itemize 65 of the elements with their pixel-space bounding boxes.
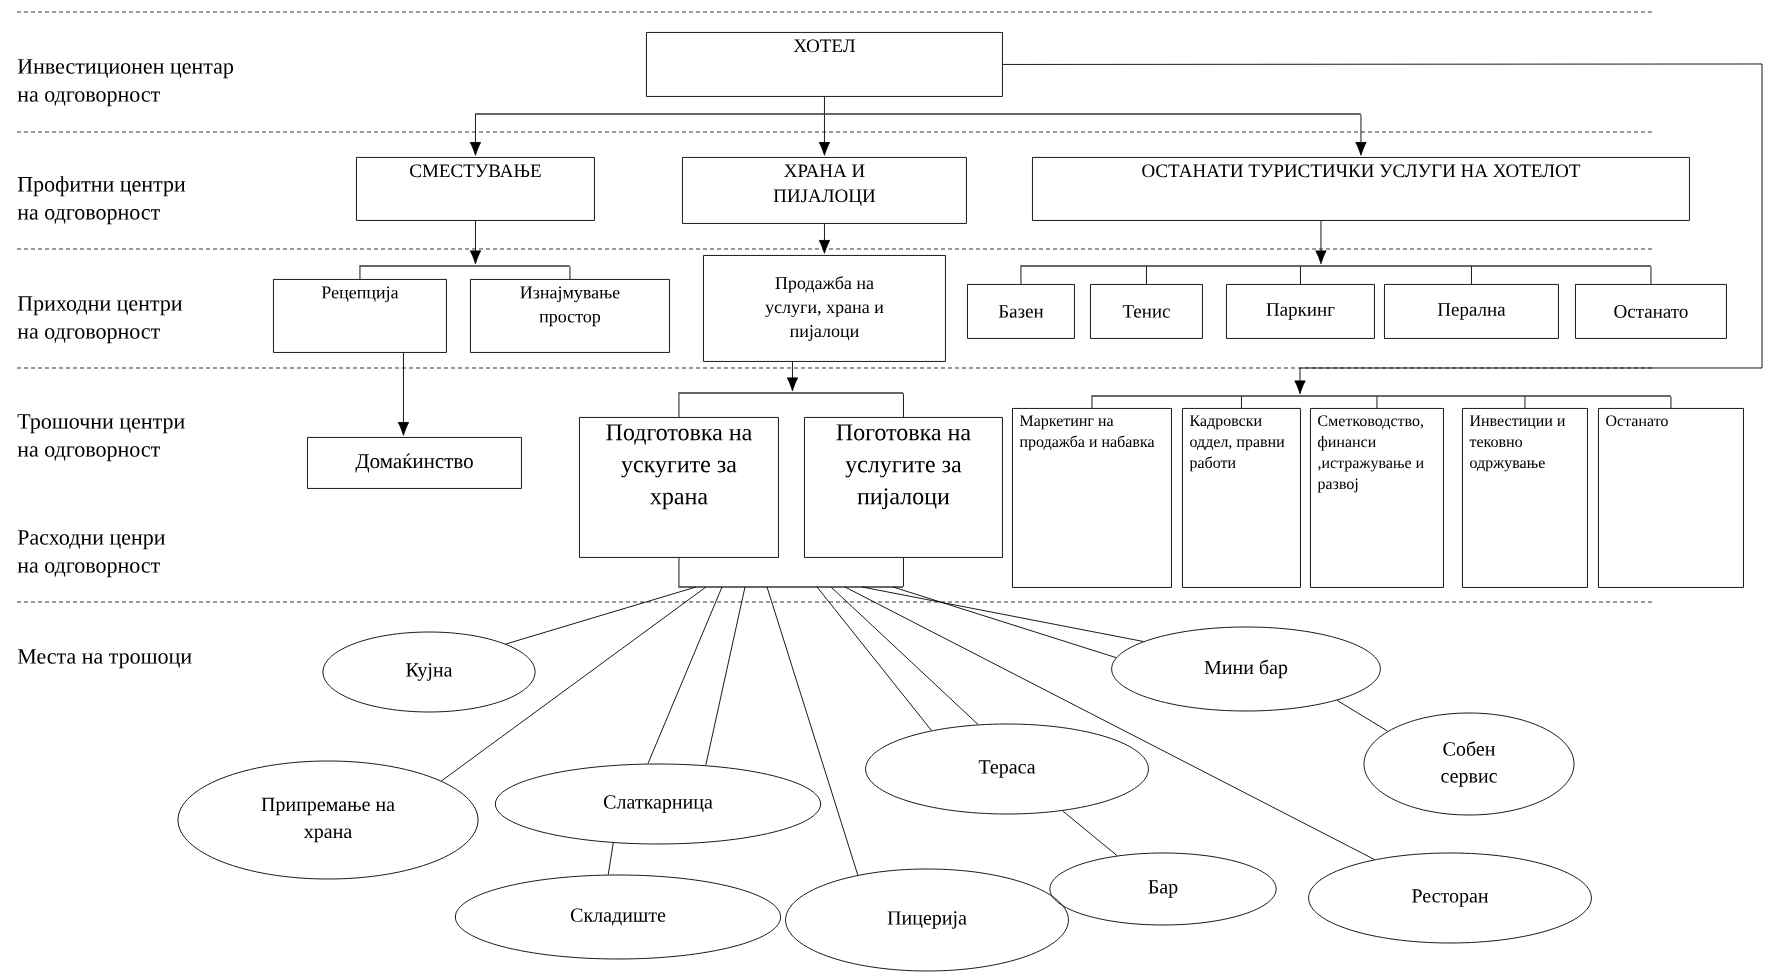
level-label: Профитни центри на одговорност: [17, 176, 186, 225]
org-box: Маркетинг на продажба и набавка: [1012, 408, 1172, 588]
org-box: Домаќинство: [307, 437, 522, 489]
arrow: [469, 114, 482, 156]
level-label: Трошочни центри на одговорност: [17, 414, 185, 462]
connector-line: [1020, 266, 1022, 285]
org-box: Продажба на услуги, храна и пијалоци: [703, 255, 946, 362]
arrow: [1355, 114, 1367, 156]
org-box: Останато: [1598, 408, 1744, 588]
arrow: [818, 114, 831, 156]
connector-line: [844, 586, 1375, 860]
arrow: [397, 352, 410, 436]
connector-line: [816, 586, 932, 731]
connector-line: [892, 586, 1117, 659]
connector-line: [903, 557, 904, 587]
connector-line: [1146, 266, 1147, 285]
org-box: Рецепција: [273, 279, 447, 353]
org-box: СМЕСТУВАЊЕ: [356, 157, 595, 221]
connector-line: [607, 842, 614, 876]
arrow: [786, 361, 799, 392]
connector-line: [830, 586, 979, 725]
connector-line: [1336, 699, 1389, 732]
level-label: Инвестиционен центар на одговорност: [17, 59, 234, 107]
connector-line: [1241, 396, 1242, 409]
connector-line: [569, 266, 571, 280]
org-box: Сметководство, финанси ,истражување и развој: [1310, 408, 1444, 588]
org-box: ХОТЕЛ: [646, 32, 1003, 97]
connector-line: [1524, 396, 1526, 409]
org-box: Подготовка на ускугите за храна: [579, 417, 779, 558]
org-box: Поготовка на услугите за пијалоци: [804, 417, 1003, 558]
connector-line: [1300, 266, 1301, 285]
level-label: Места на трошоци: [17, 649, 192, 669]
connector-line: [1471, 266, 1472, 285]
org-box: Изнајмување простор: [470, 279, 670, 353]
org-box: Кадровски оддел, правни работи: [1182, 408, 1301, 588]
connector-line: [505, 586, 697, 645]
connector-line: [766, 586, 859, 876]
org-box: Базен: [967, 284, 1075, 339]
arrow: [1002, 63, 1763, 395]
connector-line: [1091, 396, 1093, 409]
level-label: Расходни ценри на одговорност: [17, 530, 165, 578]
org-box: Останато: [1575, 284, 1727, 339]
connector-line: [903, 393, 904, 418]
arrow: [1315, 220, 1327, 265]
org-box: Паркинг: [1226, 284, 1375, 339]
org-box: Инвестиции и тековно одржување: [1462, 408, 1588, 588]
arrow: [469, 220, 482, 265]
connector-line: [441, 586, 707, 782]
connector-line: [824, 96, 825, 114]
connector-line: [678, 393, 680, 418]
connector-line: [359, 266, 361, 280]
arrow: [818, 223, 831, 254]
connector-line: [1062, 810, 1118, 857]
connector-line: [705, 586, 746, 766]
connector-line: [678, 557, 680, 587]
org-box: Перална: [1384, 284, 1559, 339]
connector-line: [647, 586, 723, 765]
connector-line: [1670, 396, 1672, 409]
connector-line: [861, 586, 1144, 642]
level-label: Приходни центри на одговорност: [17, 296, 183, 344]
org-box: Тенис: [1090, 284, 1203, 339]
connector-line: [1376, 396, 1378, 409]
org-box: ХРАНА И ПИЈАЛОЦИ: [682, 157, 967, 224]
connector-line: [1650, 266, 1652, 285]
org-box: ОСТАНАТИ ТУРИСТИЧКИ УСЛУГИ НА ХОТЕЛОТ: [1032, 157, 1690, 221]
